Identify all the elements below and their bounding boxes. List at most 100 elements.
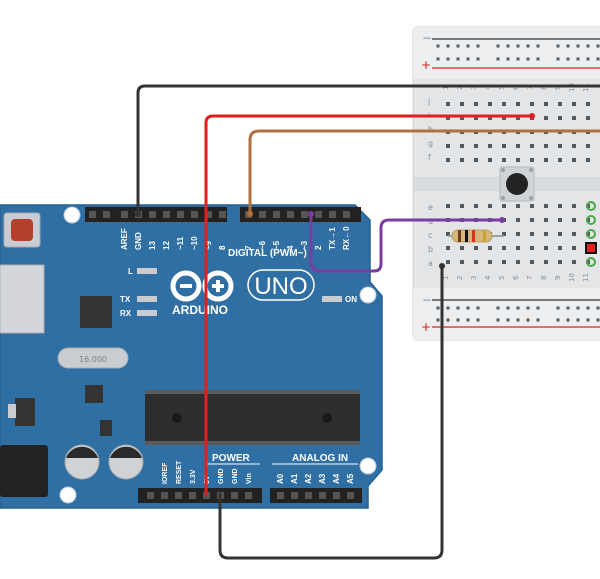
breadboard-hole[interactable] <box>558 246 562 250</box>
breadboard-hole[interactable] <box>474 116 478 120</box>
header-pin[interactable] <box>277 492 284 499</box>
breadboard-hole[interactable] <box>516 116 520 120</box>
pushbutton-cap[interactable] <box>506 173 528 195</box>
header-pin[interactable] <box>189 492 196 499</box>
header-pin[interactable] <box>191 211 198 218</box>
rail-hole[interactable] <box>436 318 440 322</box>
breadboard-hole[interactable] <box>446 260 450 264</box>
rail-hole[interactable] <box>516 57 520 61</box>
breadboard-hole[interactable] <box>474 260 478 264</box>
breadboard-hole[interactable] <box>572 116 576 120</box>
breadboard-hole[interactable] <box>460 144 464 148</box>
rail-hole[interactable] <box>466 57 470 61</box>
breadboard-hole[interactable] <box>572 232 576 236</box>
bottom-header-pins[interactable] <box>147 492 354 499</box>
rail-hole[interactable] <box>466 306 470 310</box>
resistor[interactable] <box>448 229 504 243</box>
breadboard-hole[interactable] <box>530 158 534 162</box>
breadboard-hole[interactable] <box>586 158 590 162</box>
rail-hole[interactable] <box>586 57 590 61</box>
breadboard-hole[interactable] <box>460 204 464 208</box>
breadboard-hole[interactable] <box>488 102 492 106</box>
breadboard-hole[interactable] <box>558 116 562 120</box>
breadboard-hole[interactable] <box>516 246 520 250</box>
breadboard-hole[interactable] <box>516 218 520 222</box>
rail-hole[interactable] <box>596 44 600 48</box>
breadboard-hole[interactable] <box>502 204 506 208</box>
breadboard-hole[interactable] <box>516 232 520 236</box>
rail-hole[interactable] <box>566 57 570 61</box>
rail-hole[interactable] <box>496 57 500 61</box>
breadboard-hole[interactable] <box>460 158 464 162</box>
breadboard-hole[interactable] <box>502 102 506 106</box>
header-pin[interactable] <box>203 492 210 499</box>
header-pin[interactable] <box>219 211 226 218</box>
breadboard-hole[interactable] <box>460 246 464 250</box>
rail-hole[interactable] <box>566 44 570 48</box>
rail-hole[interactable] <box>566 306 570 310</box>
breadboard-hole[interactable] <box>586 116 590 120</box>
breadboard-hole[interactable] <box>516 204 520 208</box>
breadboard-hole[interactable] <box>544 246 548 250</box>
rail-hole[interactable] <box>496 318 500 322</box>
breadboard-hole[interactable] <box>558 218 562 222</box>
rail-hole[interactable] <box>526 57 530 61</box>
breadboard-hole[interactable] <box>558 158 562 162</box>
breadboard-hole[interactable] <box>572 260 576 264</box>
breadboard-hole[interactable] <box>530 144 534 148</box>
rail-hole[interactable] <box>576 57 580 61</box>
header-pin[interactable] <box>291 492 298 499</box>
header-pin[interactable] <box>305 492 312 499</box>
breadboard-hole[interactable] <box>586 144 590 148</box>
breadboard-hole[interactable] <box>460 116 464 120</box>
breadboard-hole[interactable] <box>544 116 548 120</box>
rail-hole[interactable] <box>596 57 600 61</box>
wire-black-gnd-bottom[interactable] <box>218 264 444 560</box>
rail-hole[interactable] <box>526 44 530 48</box>
header-pin[interactable] <box>343 211 350 218</box>
rail-hole[interactable] <box>566 318 570 322</box>
breadboard-hole[interactable] <box>488 204 492 208</box>
breadboard-hole[interactable] <box>572 102 576 106</box>
breadboard-hole[interactable] <box>586 102 590 106</box>
breadboard-hole[interactable] <box>502 246 506 250</box>
breadboard-hole[interactable] <box>516 144 520 148</box>
breadboard-hole[interactable] <box>488 246 492 250</box>
breadboard-holes[interactable] <box>436 44 600 322</box>
header-pin[interactable] <box>319 492 326 499</box>
rail-hole[interactable] <box>436 57 440 61</box>
header-pin[interactable] <box>347 492 354 499</box>
header-pin[interactable] <box>273 211 280 218</box>
wire-brown-pin7[interactable] <box>248 129 600 216</box>
breadboard-hole[interactable] <box>474 102 478 106</box>
rail-hole[interactable] <box>466 318 470 322</box>
breadboard-hole[interactable] <box>530 246 534 250</box>
header-pin[interactable] <box>103 211 110 218</box>
header-pin[interactable] <box>287 211 294 218</box>
header-pin[interactable] <box>231 492 238 499</box>
breadboard-hole[interactable] <box>474 144 478 148</box>
breadboard-hole[interactable] <box>572 246 576 250</box>
breadboard-hole[interactable] <box>474 204 478 208</box>
rail-hole[interactable] <box>436 306 440 310</box>
breadboard-hole[interactable] <box>544 204 548 208</box>
rail-hole[interactable] <box>476 306 480 310</box>
breadboard-hole[interactable] <box>446 102 450 106</box>
wire-red-5v[interactable] <box>204 114 534 496</box>
rail-hole[interactable] <box>476 57 480 61</box>
header-pin[interactable] <box>245 492 252 499</box>
breadboard-hole[interactable] <box>474 246 478 250</box>
breadboard-hole[interactable] <box>530 204 534 208</box>
breadboard[interactable]: − + − + j i h g f e d c b a 1 2 3 4 <box>412 26 600 341</box>
rail-hole[interactable] <box>536 44 540 48</box>
breadboard-hole[interactable] <box>502 260 506 264</box>
rail-hole[interactable] <box>556 44 560 48</box>
header-pin[interactable] <box>175 492 182 499</box>
rail-hole[interactable] <box>556 318 560 322</box>
wire-black-gnd[interactable] <box>136 84 600 216</box>
rail-hole[interactable] <box>476 44 480 48</box>
header-pin[interactable] <box>177 211 184 218</box>
rail-hole[interactable] <box>456 44 460 48</box>
breadboard-hole[interactable] <box>572 204 576 208</box>
rail-hole[interactable] <box>446 44 450 48</box>
